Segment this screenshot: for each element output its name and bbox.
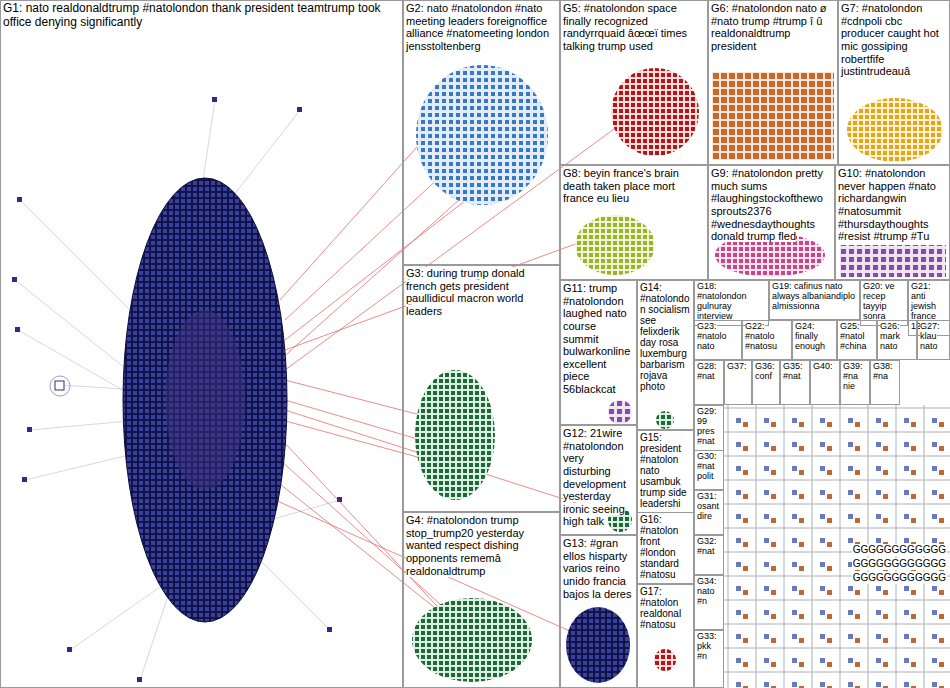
group-label: G30: #nat polit — [697, 451, 717, 481]
group-label: G38: #na — [873, 361, 893, 381]
group-label: G39: #na nie — [843, 361, 863, 391]
group-cell: G1: nato realdonaldtrump #natolondon tha… — [0, 0, 403, 688]
grid-label: GGGGGGGGGGGG — [852, 558, 947, 570]
group-label: G7: #natolondon #cdnpoli cbc producer ca… — [841, 2, 939, 77]
group-cell: G25: #natol #china — [837, 320, 877, 360]
group-label: G17: #natolon realdonal #natosu — [640, 586, 681, 630]
group-cell: G32: #nat — [694, 535, 724, 575]
group-cell: G10: #natolondon never happen #nato rich… — [835, 165, 950, 280]
group-cell: G34: nato #n — [694, 575, 724, 630]
group-label: G4: #natolondon trump stop_trump20 yeste… — [406, 514, 524, 577]
group-label: G12: 21wire #natolondon very disturbing … — [563, 427, 626, 527]
group-label: G6: #natolondon nato ø #nato trump #trum… — [711, 2, 827, 52]
group-label: G25: #natol #china — [840, 321, 867, 351]
group-label: G23: #natolo nato — [697, 321, 727, 351]
group-label: G26: mark nato — [880, 321, 900, 351]
group-label: G40: — [813, 361, 833, 371]
group-label: G37: — [727, 361, 747, 371]
group-label: G16: #natolon front #london standard #na… — [640, 514, 679, 580]
group-label: G24: finally enough — [795, 321, 825, 351]
group-cell: G36: conf — [752, 360, 780, 405]
group-cell: G7: #natolondon #cdnpoli cbc producer ca… — [838, 0, 950, 165]
group-label: G1: nato realdonaldtrump #natolondon tha… — [3, 1, 381, 29]
group-label: G33: pkk #n — [697, 631, 717, 661]
group-cell: G28: #nat — [694, 360, 724, 405]
group-label: G11: trump #natolondon laughed nato cour… — [563, 282, 630, 395]
group-cell: G38: #na — [870, 360, 900, 405]
group-label: G18: #natolondon gulnuray interview — [697, 281, 747, 321]
grid-label: GGGGGGGGGGGG — [852, 572, 947, 584]
group-cell: G5: #natolondon space finally recognized… — [560, 0, 708, 165]
group-label: G32: #nat — [697, 536, 717, 556]
group-cell: G6: #natolondon nato ø #nato trump #trum… — [708, 0, 838, 165]
group-cell: G37: — [724, 360, 752, 405]
group-label: G10: #natolondon never happen #nato rich… — [838, 167, 936, 242]
group-cell: G40: — [810, 360, 840, 405]
group-cell: G22: #natolo #natosu — [742, 320, 792, 360]
group-cell: G23: #natolo nato — [694, 320, 742, 360]
group-cell: G12: 21wire #natolondon very disturbing … — [560, 425, 637, 535]
group-label: G34: nato #n — [697, 576, 717, 606]
group-label: G31: osant dire — [697, 491, 719, 521]
group-label: G13: #gran ellos hisparty varios reino u… — [563, 537, 632, 600]
group-cell: G29: 99 pres #nat — [694, 405, 724, 451]
group-label: G22: #natolo #natosu — [745, 321, 777, 351]
group-label: G19: cafinus nato always albaniandiplo a… — [772, 281, 855, 311]
group-label: G35: #nat — [783, 361, 803, 381]
group-cell: G39: #na nie — [840, 360, 870, 405]
group-label: G28: #nat — [697, 361, 717, 381]
group-label: G27: klau nato — [920, 321, 940, 351]
group-cell: G33: pkk #n — [694, 630, 724, 688]
group-label: G2: nato #natolondon #nato meeting leade… — [406, 2, 549, 52]
group-cell: G11: trump #natolondon laughed nato cour… — [560, 280, 637, 425]
group-label: G29: 99 pres #nat — [697, 406, 717, 446]
group-cell: G2: nato #natolondon #nato meeting leade… — [403, 0, 560, 265]
group-cell: G14: #natolondon socialism see felixderi… — [637, 280, 694, 430]
group-cell: G16: #natolon front #london standard #na… — [637, 512, 694, 584]
group-cell: G15: president #natolon nato usambuk tru… — [637, 430, 694, 513]
group-label: G20: ve recep tayyip sonra — [863, 281, 895, 321]
group-cell: G31: osant dire — [694, 490, 724, 535]
group-cell: G17: #natolon realdonal #natosu — [637, 584, 694, 688]
group-label: G8: beyin france's brain death taken pla… — [563, 167, 679, 204]
group-cell: G3: during trump donald french gets pres… — [403, 265, 560, 512]
group-cell: G8: beyin france's brain death taken pla… — [560, 165, 708, 280]
group-cell: G35: #nat — [780, 360, 810, 405]
group-label: G14: #natolondon socialism see felixderi… — [640, 282, 690, 392]
group-label: G9: #natolondon pretty much sums #laughi… — [711, 167, 823, 242]
group-cell: G26: mark nato — [877, 320, 917, 360]
grid-label: GGGGGGGGGGGG — [852, 544, 947, 556]
group-label: G15: president #natolon nato usambuk tru… — [640, 432, 687, 509]
group-label: G36: conf — [755, 361, 775, 381]
group-cell: G19: cafinus nato always albaniandiplo a… — [769, 280, 860, 320]
group-cell: G30: #nat polit — [694, 450, 724, 490]
group-cell: G13: #gran ellos hisparty varios reino u… — [560, 535, 637, 688]
group-cell: G27: klau nato — [917, 320, 950, 360]
group-label: G3: during trump donald french gets pres… — [406, 267, 525, 317]
group-cell: G24: finally enough — [792, 320, 837, 360]
group-cell: G9: #natolondon pretty much sums #laughi… — [708, 165, 835, 280]
group-label: G5: #natolondon space finally recognized… — [563, 2, 687, 52]
group-cell: G4: #natolondon trump stop_trump20 yeste… — [403, 512, 560, 688]
